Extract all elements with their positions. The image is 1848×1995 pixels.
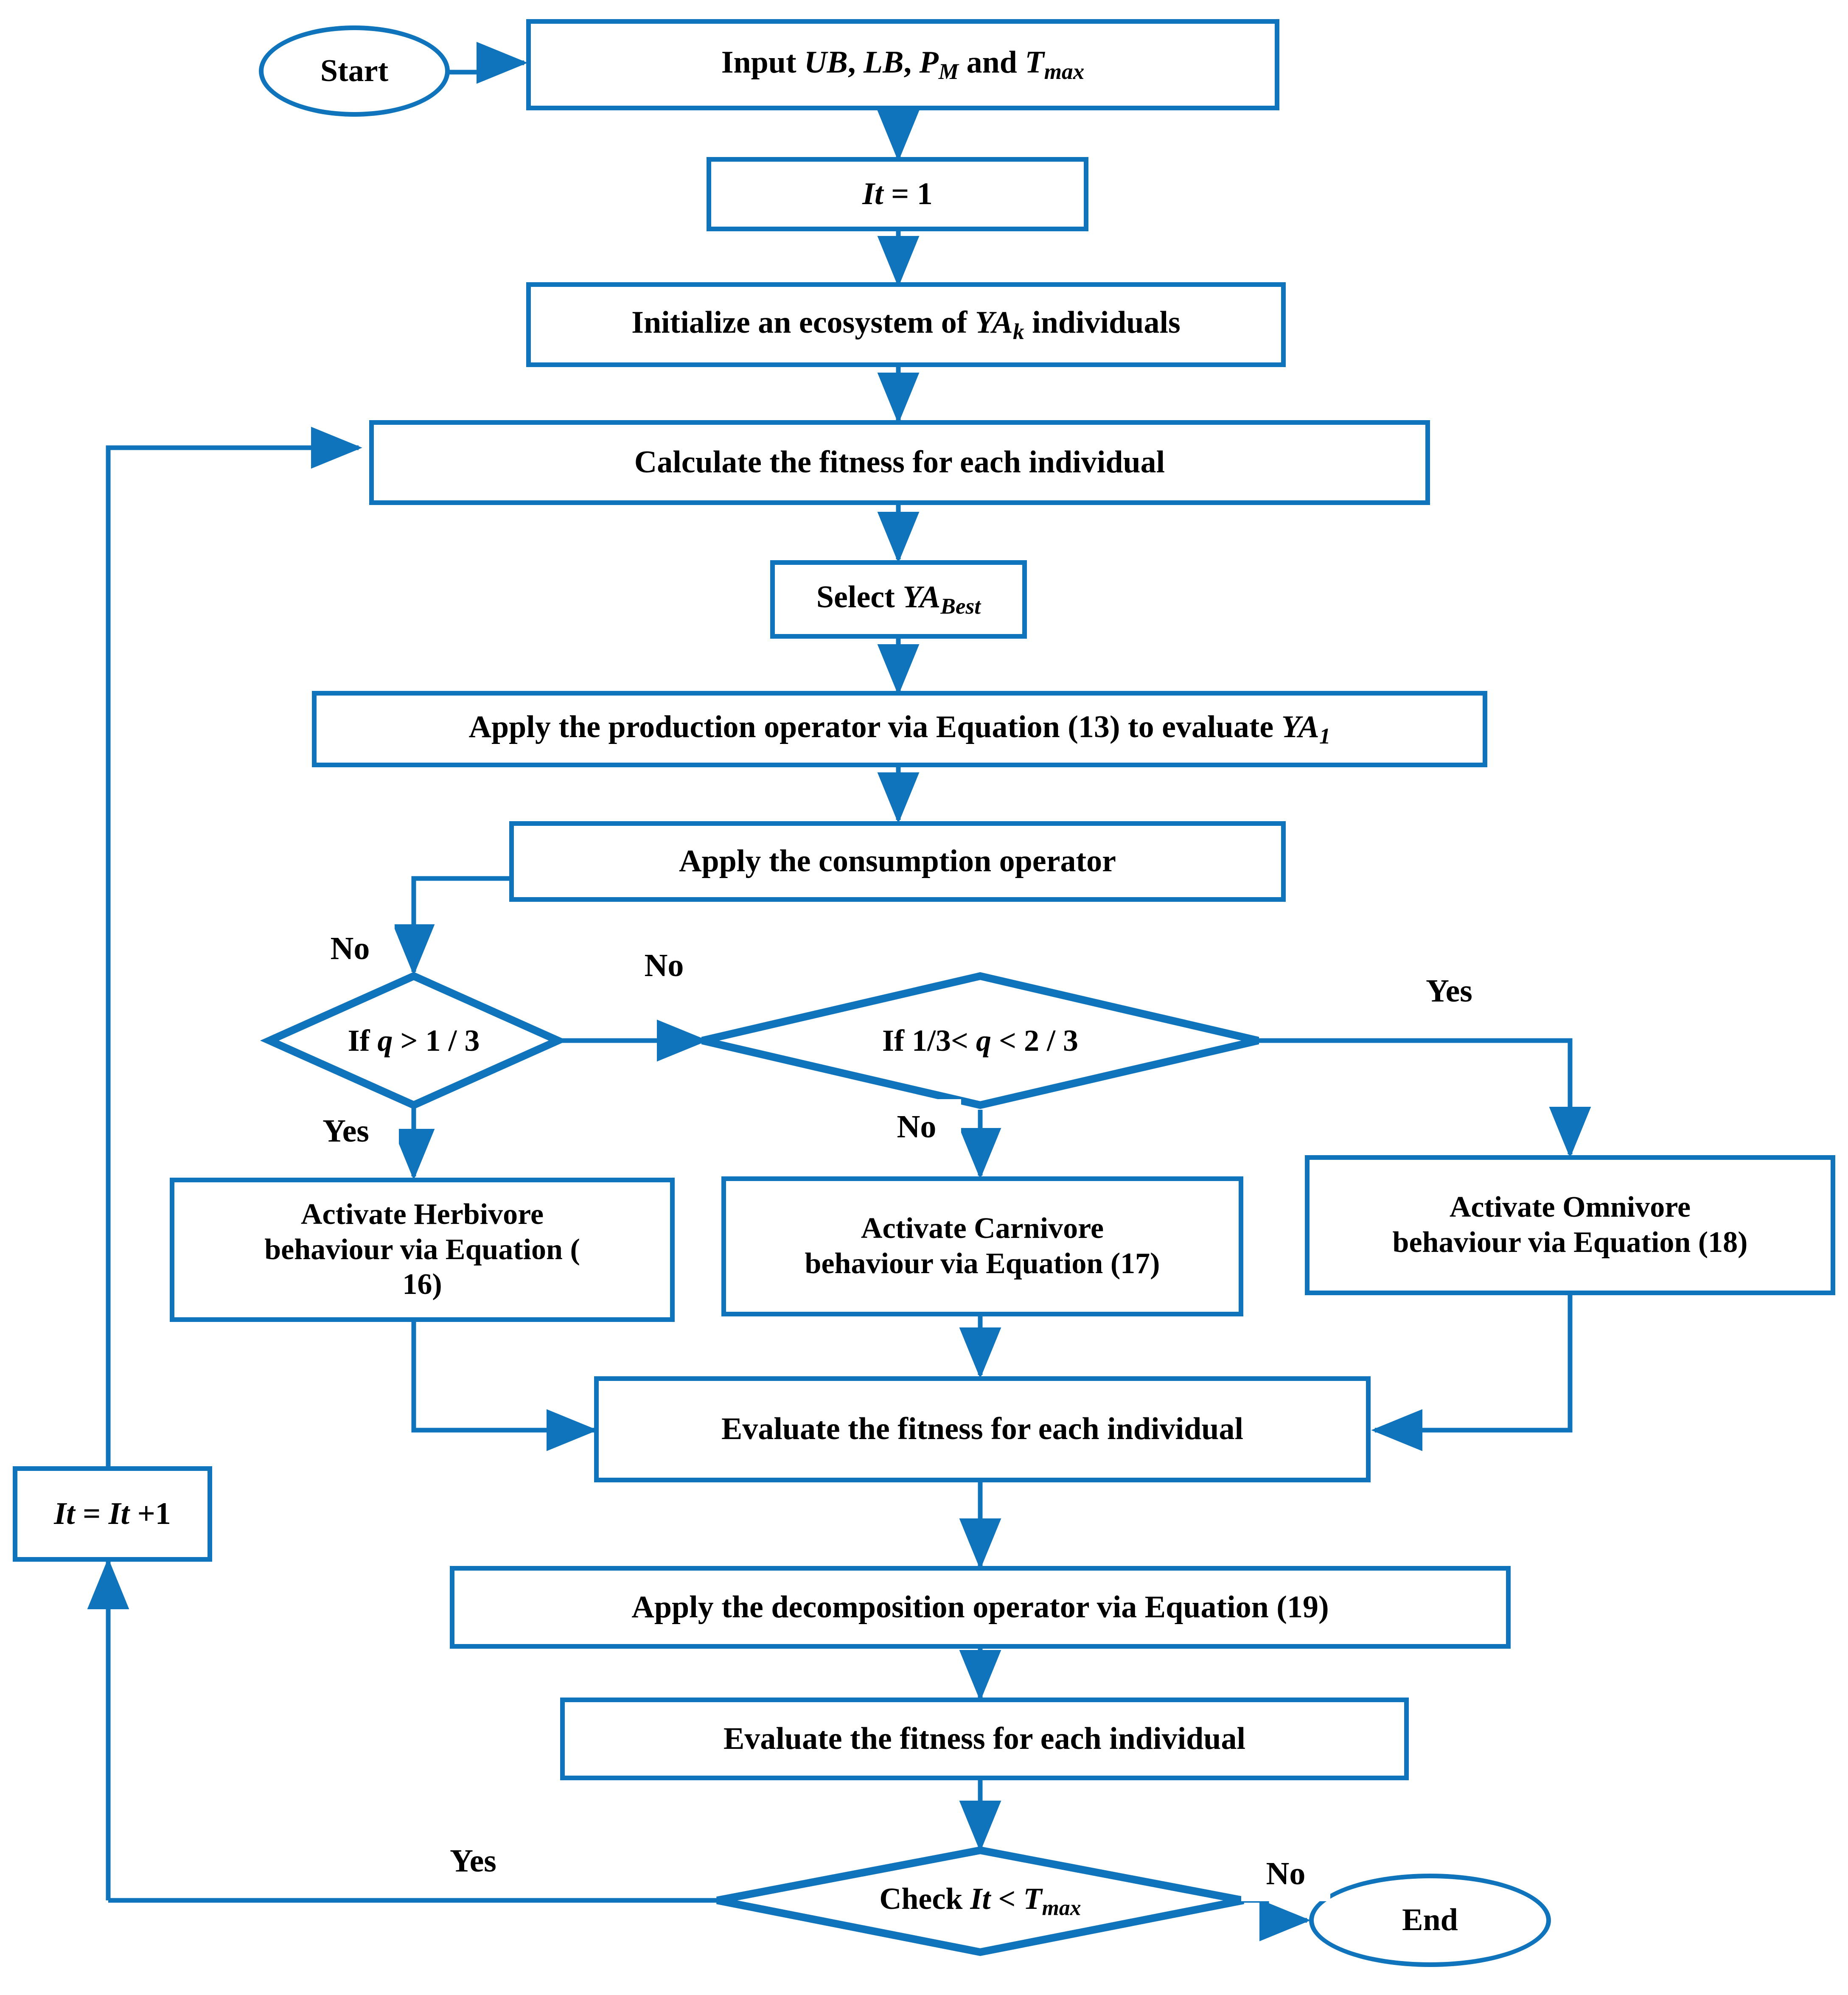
edge-omnivore-to-evaluate [1371,1294,1573,1451]
edge-label-no-q2-out: No [872,1099,961,1154]
check-lt: < [990,1882,1024,1916]
q2-prefix: If 1/3< [882,1024,976,1058]
initialize-suffix: individuals [1024,305,1181,340]
node-herbivore-line1: Activate Herbivore [300,1198,544,1231]
node-herbivore-line3: 16) [402,1268,442,1301]
symbol-p: P [919,45,939,80]
node-start[interactable]: Start [259,25,450,117]
symbol-best-sub: Best [940,594,981,619]
symbol-q-1: q [377,1024,393,1058]
symbol-k-sub: k [1013,319,1024,344]
node-evaluate-fitness-1[interactable]: Evaluate the fitness for each individual [594,1376,1371,1482]
if-prefix-1: If [348,1024,378,1058]
symbol-it: It [862,176,883,211]
node-evaluate-fitness-2[interactable]: Evaluate the fitness for each individual [560,1698,1409,1780]
node-end-label: End [1402,1902,1458,1938]
edge-label-no-q1: No [306,921,395,976]
initialize-prefix: Initialize an ecosystem of [631,305,975,340]
comma-2: , [903,45,920,80]
node-decision-q2-label: If 1/3< q < 2 / 3 [764,1012,1197,1069]
edge-it-increment-to-calc [106,426,362,1466]
edge-consumption-to-decision-q1 [393,876,509,976]
symbol-m-sub: M [938,59,959,84]
node-consumption-operator[interactable]: Apply the consumption operator [509,821,1286,902]
node-omnivore-line2: behaviour via Equation (18) [1392,1226,1748,1259]
edge-label-no-q2-in: No [620,938,709,993]
node-herbivore-line2: behaviour via Equation ( [264,1233,580,1266]
node-evaluate-fitness-2-label: Evaluate the fitness for each individual [723,1721,1245,1756]
symbol-t: T [1025,45,1044,80]
value-one: 1 [917,176,933,211]
node-it-increment[interactable]: It = It +1 [13,1466,212,1562]
node-carnivore-line2: behaviour via Equation (17) [805,1247,1160,1280]
symbol-q-2: q [976,1024,991,1058]
q1-rest: > 1 / 3 [393,1024,480,1058]
node-evaluate-fitness-1-label: Evaluate the fitness for each individual [721,1411,1243,1447]
node-it-init-label: It = 1 [862,176,933,213]
decision-check-shape[interactable] [716,1846,1244,1956]
symbol-lb: LB [863,45,904,80]
production-prefix: Apply the production operator via Equati… [468,709,1282,744]
q2-rest: < 2 / 3 [991,1024,1079,1058]
edge-herbivore-to-evaluate [411,1320,598,1451]
edge-label-yes-check: Yes [420,1833,526,1888]
node-calculate-fitness[interactable]: Calculate the fitness for each individua… [369,420,1430,505]
edge-label-no-check: No [1241,1846,1330,1901]
node-initialize[interactable]: Initialize an ecosystem of YAk individua… [526,282,1286,367]
symbol-ya-2: YA [903,580,941,615]
node-initialize-label: Initialize an ecosystem of YAk individua… [631,304,1181,345]
node-omnivore[interactable]: Activate Omnivore behaviour via Equation… [1305,1155,1835,1295]
node-omnivore-line1: Activate Omnivore [1449,1191,1691,1224]
node-carnivore[interactable]: Activate Carnivore behaviour via Equatio… [721,1176,1243,1316]
it-inc-equals: = [75,1496,109,1531]
node-start-label: Start [320,53,389,88]
node-decision-q1-label: If q > 1 / 3 [286,1012,541,1069]
node-production-operator[interactable]: Apply the production operator via Equati… [312,691,1487,767]
edge-q2-yes-to-omnivore [1256,1038,1591,1158]
decision-q2-shape[interactable] [701,972,1259,1109]
node-end[interactable]: End [1309,1874,1551,1967]
node-input[interactable]: Input UB, LB, PM and Tmax [526,19,1279,110]
node-select-best-label: Select YABest [816,579,981,620]
symbol-ya-3: YA [1281,709,1319,744]
node-select-best[interactable]: Select YABest [770,560,1027,639]
input-prefix: Input [721,45,805,80]
symbol-max-sub: max [1044,59,1085,84]
edge-label-yes-q1: Yes [293,1103,399,1159]
node-it-init[interactable]: It = 1 [707,157,1088,231]
comma-1: , [847,45,864,80]
node-consumption-operator-label: Apply the consumption operator [679,844,1116,879]
symbol-t-check: T [1023,1882,1042,1916]
edge-label-yes-q2: Yes [1396,963,1502,1019]
node-it-increment-label: It = It +1 [54,1496,171,1532]
node-calculate-fitness-label: Calculate the fitness for each individua… [634,445,1165,480]
it-inc-var-1: It [54,1496,75,1531]
input-and: and [959,45,1025,80]
node-input-label: Input UB, LB, PM and Tmax [721,44,1085,85]
node-check-it-label: Check It < Tmax [781,1872,1180,1930]
node-carnivore-line1: Activate Carnivore [861,1212,1104,1245]
it-inc-plus-one: +1 [129,1496,171,1531]
equals-sign: = [883,176,917,211]
edge-start-to-input [448,42,528,84]
select-prefix: Select [816,580,903,615]
symbol-ub: UB [804,45,848,80]
decision-q1-shape[interactable] [260,972,568,1109]
symbol-it-check: It [970,1882,991,1916]
symbol-one-sub: 1 [1319,723,1331,749]
symbol-ya: YA [975,305,1013,340]
node-production-operator-label: Apply the production operator via Equati… [469,709,1331,750]
symbol-max-check: max [1042,1896,1081,1920]
check-prefix: Check [879,1882,970,1916]
node-herbivore[interactable]: Activate Herbivore behaviour via Equatio… [170,1178,675,1322]
node-decomposition-operator-label: Apply the decomposition operator via Equ… [631,1589,1329,1625]
node-decomposition-operator[interactable]: Apply the decomposition operator via Equ… [450,1566,1511,1649]
it-inc-var-2: It [108,1496,130,1531]
